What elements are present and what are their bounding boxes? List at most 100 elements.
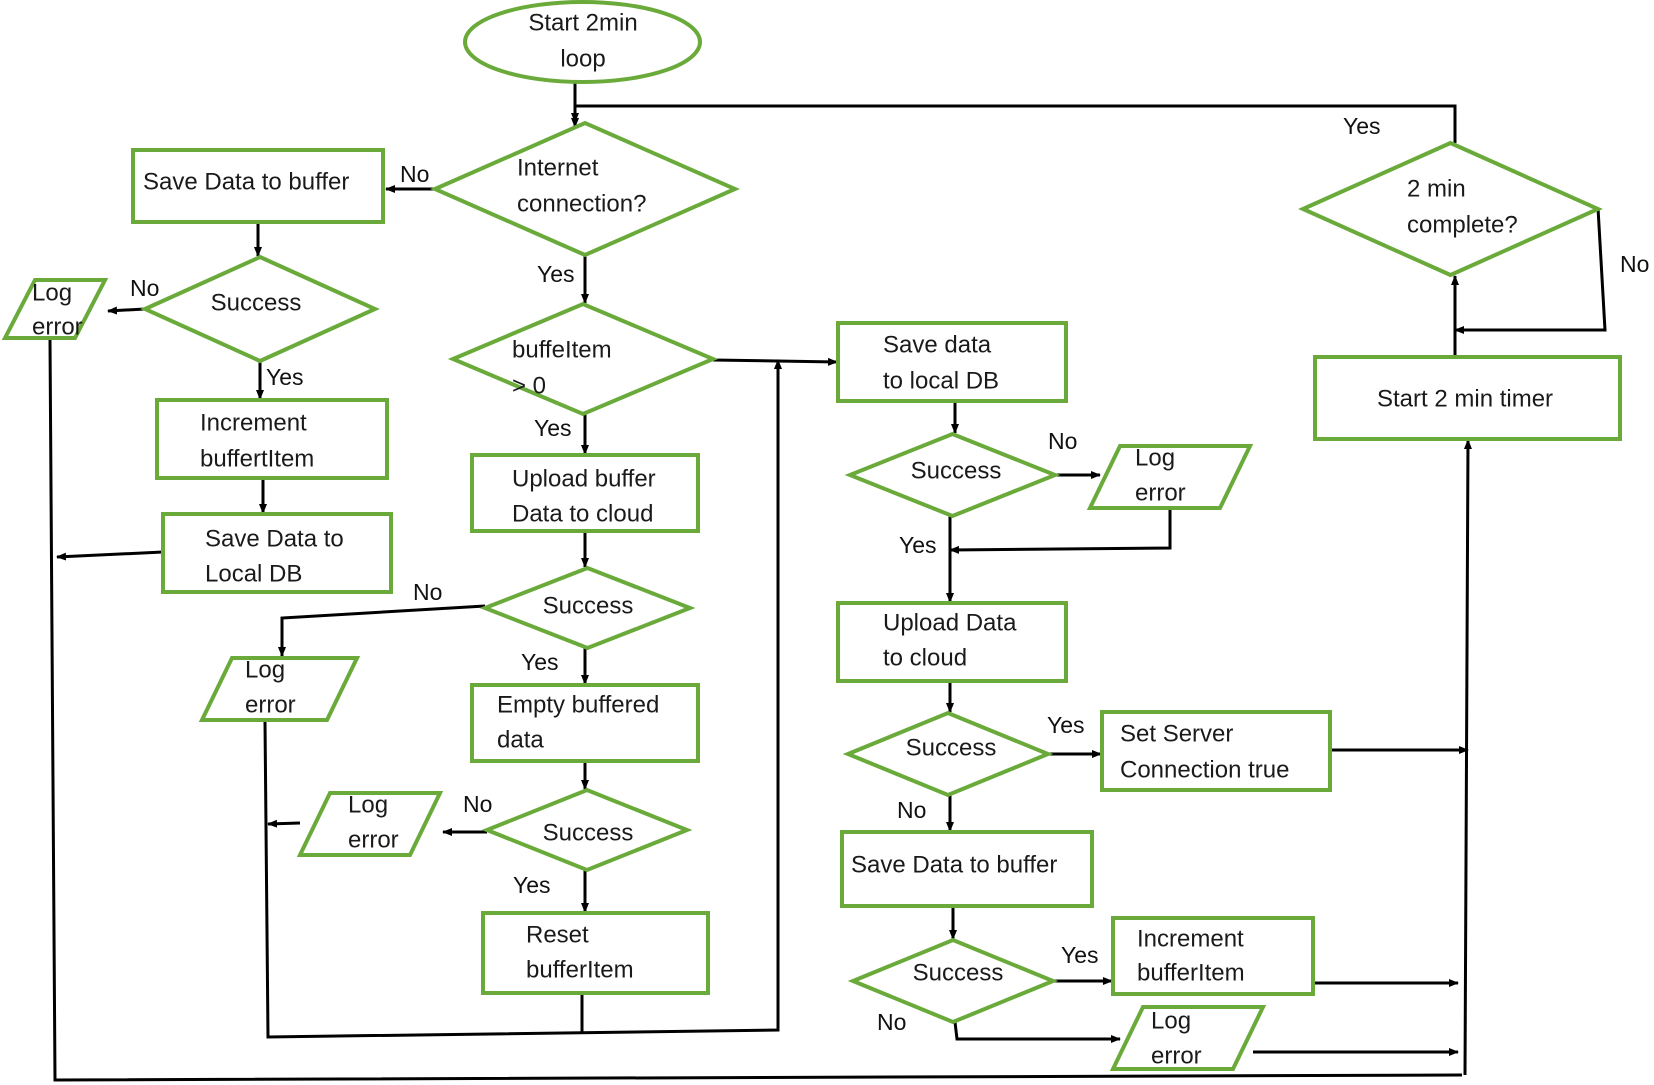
internet-check-text: connection? — [517, 190, 646, 217]
success-left-no-edge — [107, 306, 146, 315]
log-mid2-out-edge — [267, 819, 301, 828]
log-error-mid2-text: error — [348, 826, 399, 853]
log-error-left-node: Log error — [1, 278, 109, 340]
success-upload-buffer-text: Success — [543, 592, 634, 619]
empty-buffer-text: Empty buffered — [497, 691, 659, 718]
save-buffer-right-text: Save Data to buffer — [851, 851, 1057, 878]
set-server-text: Set Server — [1120, 720, 1233, 747]
set-server-text: Connection true — [1120, 756, 1289, 783]
increment-right-text: Increment — [1137, 925, 1244, 952]
edge-label-yes-complete: Yes — [1343, 113, 1381, 139]
edge-label-no-buffer-right: No — [877, 1009, 906, 1035]
log-left-down-edge — [48, 339, 1463, 1082]
reset-buffer-text: Reset — [526, 921, 589, 948]
set-server-shape — [1100, 710, 1332, 792]
upload-cloud-text: Upload Data — [883, 609, 1017, 636]
success-empty-shape — [481, 787, 693, 873]
log-error-mid1-text: Log — [245, 656, 285, 683]
success-upload-node: Success — [842, 710, 1054, 798]
increment-left-text: Increment — [200, 409, 307, 436]
edge-label-yes-upload: Yes — [1047, 712, 1085, 738]
edge-label-yes-buffer: Yes — [534, 415, 572, 441]
edge-label-yes-upload-buffer: Yes — [521, 649, 559, 675]
save-local-left-text: Save Data to — [205, 525, 344, 552]
save-local-right-shape — [836, 321, 1068, 403]
log-error-mid2-text: Log — [348, 791, 388, 818]
edge-label-no-upload-buffer: No — [413, 579, 442, 605]
log-error-left-text: Log — [32, 279, 72, 306]
loop-return-edge — [571, 104, 1457, 143]
edge-label-no-local-right: No — [1048, 428, 1077, 454]
timer-shape — [1313, 355, 1622, 441]
success-upload-shape — [842, 710, 1054, 798]
log-error-r2-text: error — [1151, 1042, 1202, 1069]
upload-cloud-text: to cloud — [883, 644, 967, 671]
save-buffer-right-node: Save Data to buffer — [840, 830, 1094, 908]
increment-right-text: bufferItem — [1137, 959, 1245, 986]
upload-cloud-shape — [836, 601, 1068, 683]
internet-check-shape — [430, 120, 740, 258]
save-local-right-text: to local DB — [883, 367, 999, 394]
save-buffer-top-node: Save Data to buffer — [131, 148, 385, 224]
log-error-mid1-node: Log error — [198, 656, 361, 722]
increment-right-shape — [1111, 916, 1315, 996]
empty-buffer-shape — [470, 683, 700, 763]
upload-buffer-text: Data to cloud — [512, 500, 653, 527]
success-buffer-right-shape — [847, 937, 1059, 1025]
success-buffer-right-no-edge — [953, 1021, 1121, 1043]
buffer-check-shape — [447, 301, 719, 417]
success-upload-buffer-node: Success — [479, 565, 696, 651]
log-error-r1-text: error — [1135, 479, 1186, 506]
internet-check-node: Internet connection? — [430, 120, 740, 258]
edge-label-yes-local-right: Yes — [899, 532, 937, 558]
log-error-left-text: error — [32, 313, 83, 340]
upload-cloud-node: Upload Data to cloud — [836, 601, 1068, 683]
increment-right-node: Increment bufferItem — [1111, 916, 1315, 996]
log-mid1-down-edge — [263, 359, 782, 1039]
edge-label-yes-empty: Yes — [513, 872, 551, 898]
complete-check-shape — [1298, 140, 1603, 278]
edge-label-no-success-left: No — [130, 275, 159, 301]
edge-labels-layer: NoYesNoYesYesNoYesNoYesNoYesYesNoYesNoYe… — [130, 113, 1649, 1035]
empty-buffer-text: data — [497, 726, 544, 753]
success-buffer-right-node: Success — [847, 937, 1059, 1025]
save-buffer-right-shape — [840, 830, 1094, 908]
edge-label-no-upload: No — [897, 797, 926, 823]
log-error-mid1-text: error — [245, 691, 296, 718]
edge-label-no-internet: No — [400, 161, 429, 187]
edge-label-no-empty: No — [463, 791, 492, 817]
start-text: loop — [560, 45, 605, 72]
edge-label-no-complete: No — [1620, 251, 1649, 277]
success-local-right-text: Success — [911, 457, 1002, 484]
buffer-check-right-edge — [712, 357, 838, 366]
success-buffer-right-text: Success — [913, 959, 1004, 986]
success-local-right-node: Success — [844, 431, 1061, 519]
start-shape — [463, 0, 702, 84]
success-upload-buffer-no-edge — [278, 604, 486, 657]
savelocal-left-out-edge — [56, 550, 164, 561]
success-left-text: Success — [211, 289, 302, 316]
edge-label-yes-buffer-right: Yes — [1061, 942, 1099, 968]
save-buffer-top-text: Save Data to buffer — [143, 168, 349, 195]
save-local-left-shape — [161, 512, 393, 594]
log-error-r2-shape — [1109, 1005, 1267, 1071]
upload-buffer-shape — [470, 453, 700, 533]
empty-buffer-node: Empty buffered data — [470, 683, 700, 763]
save-buffer-top-shape — [131, 148, 385, 224]
log-error-r2-text: Log — [1151, 1007, 1191, 1034]
internet-check-text: Internet — [517, 154, 599, 181]
log-error-left-shape — [1, 278, 109, 340]
success-left-node: Success — [140, 254, 380, 364]
edge-label-yes-internet: Yes — [537, 261, 575, 287]
buffer-check-text: > 0 — [512, 372, 546, 399]
log-r1-back-edge — [949, 508, 1172, 554]
